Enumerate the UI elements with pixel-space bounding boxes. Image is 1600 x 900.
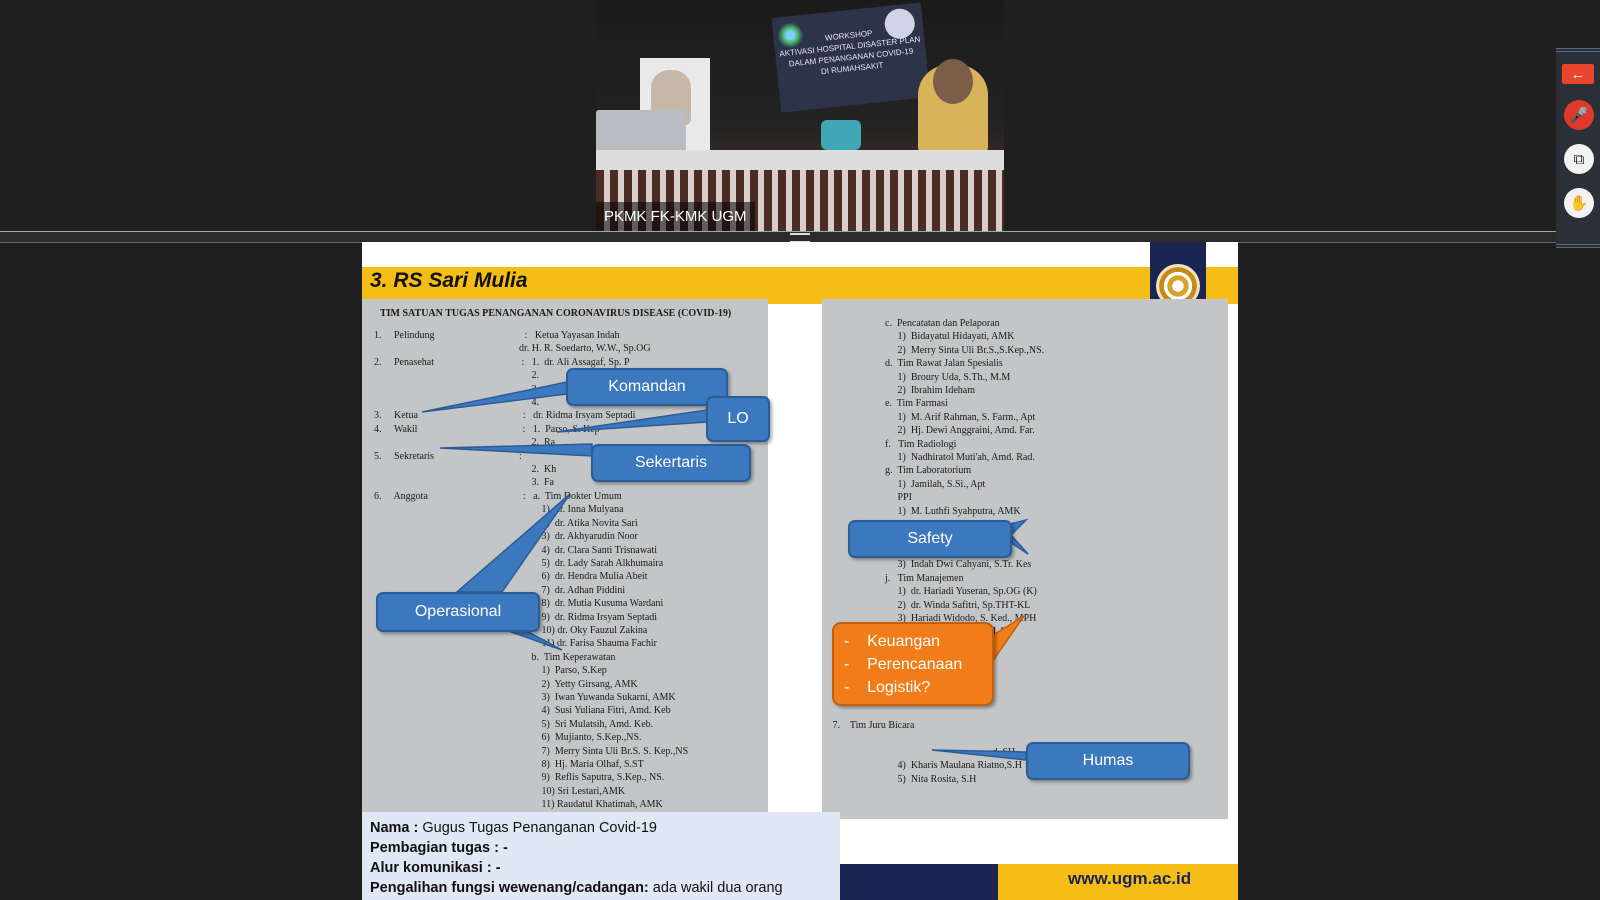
video-person-right (918, 59, 988, 155)
mute-mic-icon[interactable]: 🎤 (1564, 100, 1594, 130)
info-alur: Alur komunikasi : - (370, 860, 501, 876)
info-nama: Nama : Gugus Tugas Penanganan Covid-19 (370, 820, 657, 836)
document-title: TIM SATUAN TUGAS PENANGANAN CORONAVIRUS … (380, 308, 732, 319)
finance-planning-logistics-callout: - Keuangan - Perencanaan - Logistik? (832, 622, 994, 706)
safety-callout: Safety (848, 520, 1012, 558)
presentation-slide: 3. RS Sari Mulia TIM SATUAN TUGAS PENANG… (362, 242, 1238, 900)
exit-fullscreen-icon[interactable]: ← (1562, 64, 1594, 84)
share-screen-icon[interactable]: ⧉ (1564, 144, 1594, 174)
footer-navy-bar (840, 864, 998, 900)
slide-title: 3. RS Sari Mulia (370, 269, 528, 292)
info-pembagian: Pembagian tugas : - (370, 840, 508, 856)
lo-callout: LO (706, 396, 770, 442)
callout-line-logistik: - Logistik? (844, 679, 931, 696)
video-chair (821, 120, 861, 150)
info-pengalihan: Pengalihan fungsi wewenang/cadangan: ada… (370, 880, 783, 896)
participant-name-tag: PKMK FK-KMK UGM (596, 202, 755, 231)
document-photo-right: c. Pencatatan dan Pelaporan 1) Bidayatul… (822, 299, 1228, 819)
video-person-head (933, 59, 973, 104)
callout-line-perencanaan: - Perencanaan (844, 656, 963, 673)
participant-video-tile[interactable]: WORKSHOP AKTIVASI HOSPITAL DISASTER PLAN… (596, 0, 1004, 231)
video-strip: WORKSHOP AKTIVASI HOSPITAL DISASTER PLAN… (0, 0, 1600, 231)
info-box: Nama : Gugus Tugas Penanganan Covid-19 P… (362, 812, 840, 900)
footer-gold-bar (998, 864, 1238, 900)
side-toolbar: ← 🎤 ⧉ ✋ (1556, 48, 1600, 248)
operasional-callout: Operasional (376, 592, 540, 632)
workshop-banner: WORKSHOP AKTIVASI HOSPITAL DISASTER PLAN… (771, 2, 931, 113)
slide-header-bar (362, 267, 1238, 304)
sekertaris-callout: Sekertaris (591, 444, 751, 482)
komandan-callout: Komandan (566, 368, 728, 406)
humas-callout: Humas (1026, 742, 1190, 780)
raise-hand-icon[interactable]: ✋ (1564, 188, 1594, 218)
callout-line-keuangan: - Keuangan (844, 633, 941, 650)
footer-url: www.ugm.ac.id (1068, 869, 1192, 888)
